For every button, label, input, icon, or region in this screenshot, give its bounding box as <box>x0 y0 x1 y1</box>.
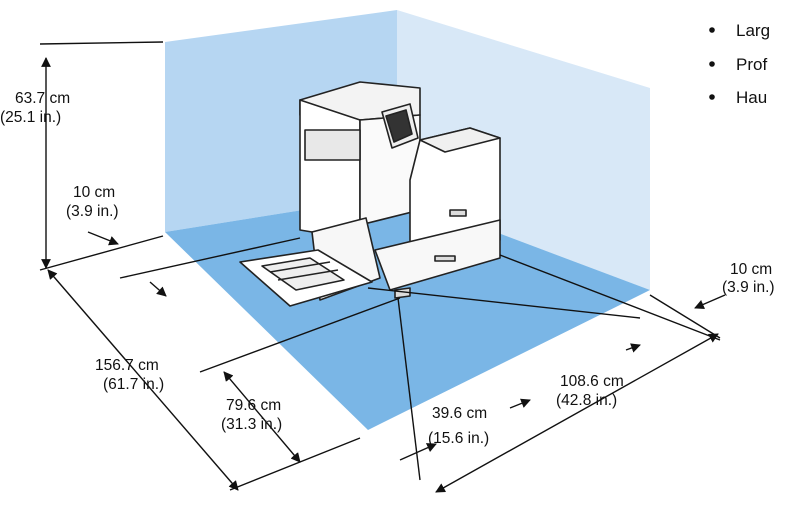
dimension-lines <box>39 41 726 493</box>
total-depth-metric: 156.7 cm <box>95 357 159 374</box>
tray-depth-metric: 79.6 cm <box>226 397 281 414</box>
tray-depth-imperial: (31.3 in.) <box>221 416 282 433</box>
rear-clearance-metric: 10 cm <box>73 184 115 201</box>
bullet-list: Larg Prof Hau <box>709 21 770 107</box>
bullet-item-2: Prof <box>736 55 767 74</box>
total-width-metric: 108.6 cm <box>560 373 624 390</box>
floor <box>165 195 650 430</box>
total-width-imperial: (42.8 in.) <box>556 392 617 409</box>
bullet-dot <box>709 94 715 100</box>
printer-illustration <box>239 81 501 307</box>
bullet-item-3: Hau <box>736 88 767 107</box>
rear-clearance-imperial: (3.9 in.) <box>66 203 119 220</box>
right-wall <box>397 10 650 290</box>
bullet-dot <box>709 27 715 33</box>
height-metric: 63.7 cm <box>15 90 70 107</box>
bullet-item-1: Larg <box>736 21 770 40</box>
printer-width-imperial: (15.6 in.) <box>428 430 489 447</box>
right-clearance-imperial: (3.9 in.) <box>722 279 775 296</box>
bullet-dot <box>709 61 715 67</box>
printer-width-metric: 39.6 cm <box>432 405 487 422</box>
right-clearance-metric: 10 cm <box>730 261 772 278</box>
height-imperial: (25.1 in.) <box>0 109 61 126</box>
total-depth-imperial: (61.7 in.) <box>103 376 164 393</box>
